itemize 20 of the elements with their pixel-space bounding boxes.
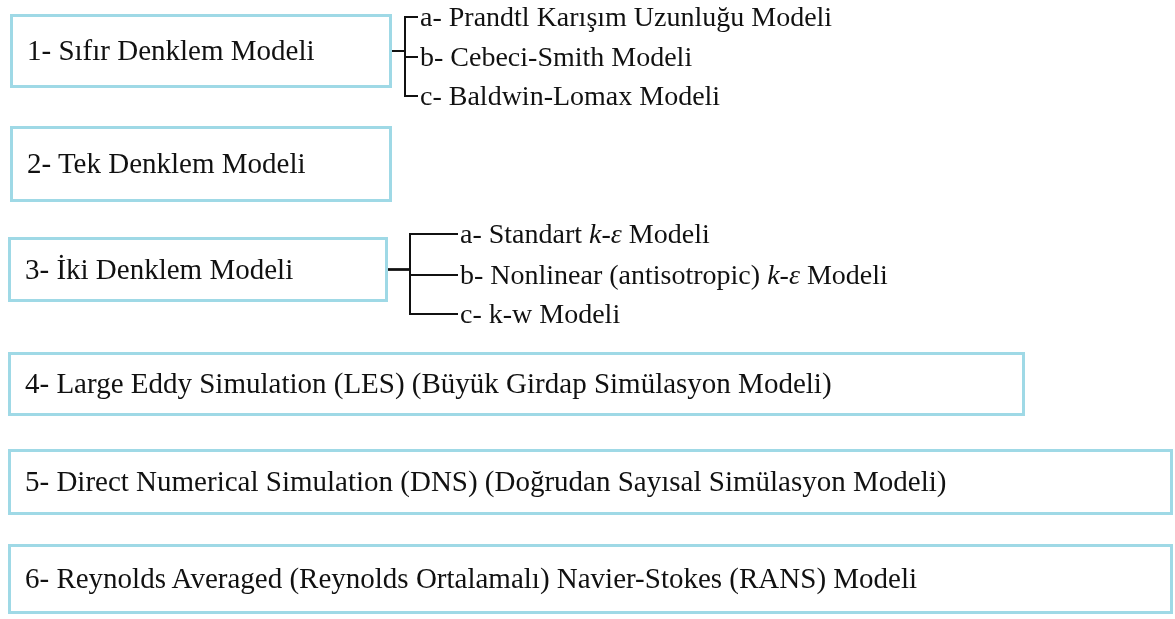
model-box (10, 126, 392, 202)
model-title: 6- Reynolds Averaged (Reynolds Ortalamalı) Navier-Stokes (RANS) Modeli (25, 563, 918, 595)
submodel-label: c- Baldwin-Lomax Modeli (420, 80, 721, 112)
submodel-label: b- Cebeci-Smith Modeli (420, 41, 693, 73)
model-box (8, 544, 1173, 614)
model-box (8, 352, 1025, 416)
model-box (10, 14, 392, 88)
model-box (8, 449, 1173, 515)
model-title: 4- Large Eddy Simulation (LES) (Büyük Girdap Simülasyon Modeli) (25, 368, 832, 400)
submodel-label: a- Standart k-ε Modeli (460, 218, 710, 250)
bracket-connector (391, 50, 419, 97)
submodel-label: a- Prandtl Karışım Uzunluğu Modeli (420, 1, 833, 33)
model-title: 3- İki Denklem Modeli (25, 253, 294, 286)
submodel-label: b- Nonlinear (antisotropic) k-ε Modeli (460, 259, 888, 291)
model-box (8, 237, 388, 302)
bracket-connector (387, 268, 459, 315)
model-title: 2- Tek Denklem Modeli (27, 148, 306, 180)
model-title: 5- Direct Numerical Simulation (DNS) (Doğrudan Sayısal Simülasyon Modeli) (25, 466, 947, 498)
submodel-label: c- k-w Modeli (460, 298, 621, 330)
model-title: 1- Sıfır Denklem Modeli (27, 35, 315, 67)
